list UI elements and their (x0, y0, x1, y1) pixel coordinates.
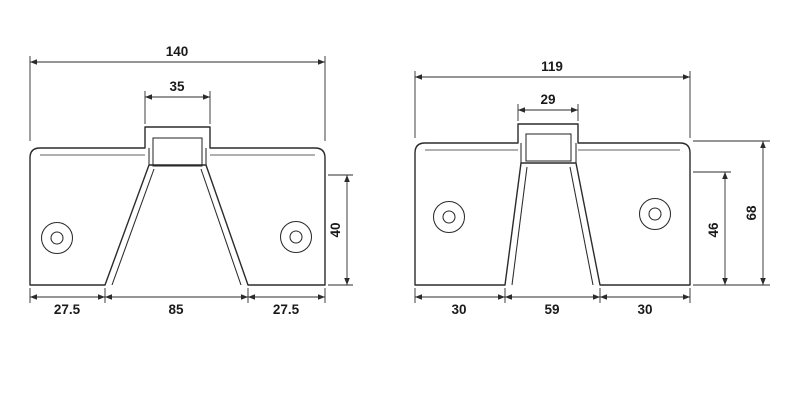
dim-label-right-inner-height: 46 (706, 222, 721, 238)
dim-label-right-tab-width: 29 (540, 92, 555, 107)
right-part-view (414, 123, 691, 286)
left-part-view (29, 126, 326, 286)
left-part-hole-left-outer (40, 221, 74, 255)
right-part-outline (414, 123, 691, 286)
left-part-leg-inner-edge-right (200, 168, 242, 286)
left-part-leg-inner-edge-left (111, 168, 155, 286)
dim-label-left-bottom-center: 85 (168, 302, 184, 317)
dim-label-right-bottom-left: 30 (451, 302, 466, 317)
left-part-hole-right-inner (289, 230, 303, 244)
dim-label-left-height: 40 (328, 222, 343, 237)
right-part-center-slot (525, 133, 572, 162)
left-part-outline (29, 126, 326, 286)
right-part-hole-left-inner (442, 210, 456, 224)
dim-label-right-overall-height: 68 (744, 205, 759, 221)
dim-label-right-bottom-right: 30 (637, 302, 652, 317)
left-part-dimensions: 140 35 40 27.5 85 27.5 (29, 44, 353, 317)
dim-label-left-tab-width: 35 (169, 79, 185, 94)
dim-label-left-bottom-left: 27.5 (54, 302, 81, 317)
right-part-hole-left-outer (432, 200, 466, 234)
right-part-leg-inner-edge-left (511, 166, 528, 286)
left-part-hole-right-outer (279, 220, 313, 254)
dim-label-right-overall-width: 119 (541, 59, 563, 74)
dim-label-left-overall-width: 140 (166, 44, 189, 59)
right-part-dimensions: 119 29 46 68 30 59 30 (414, 59, 770, 317)
left-part-center-slot (152, 137, 203, 167)
left-part-hole-left-inner (50, 231, 64, 245)
right-part-hole-right-outer (638, 197, 672, 231)
dim-label-right-bottom-center: 59 (544, 302, 559, 317)
right-part-hole-right-inner (648, 207, 662, 221)
right-part-leg-inner-edge-right (569, 166, 594, 286)
dim-label-left-bottom-right: 27.5 (273, 302, 300, 317)
